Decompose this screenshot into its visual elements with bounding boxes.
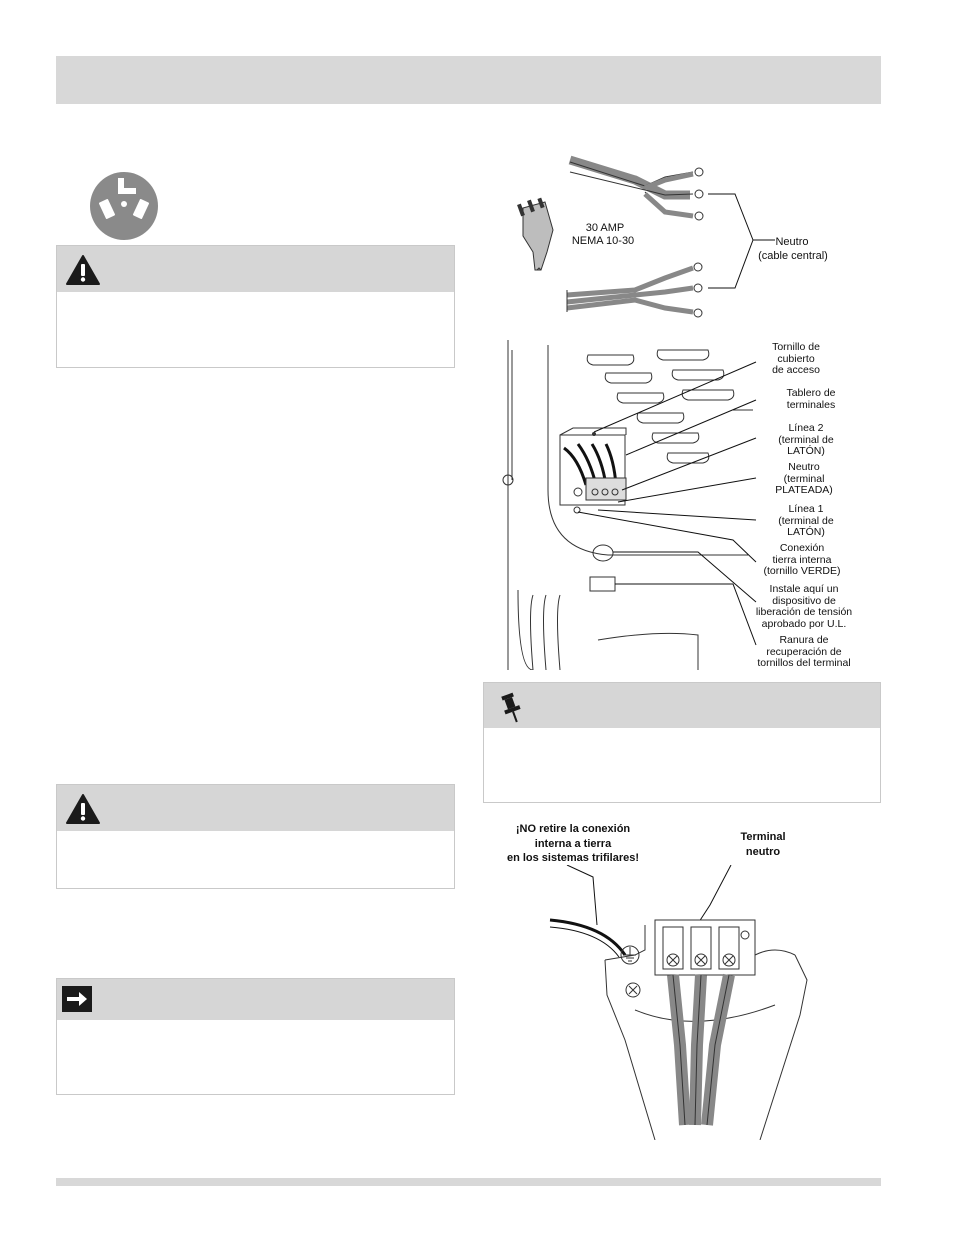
warning-box-2 — [56, 784, 455, 889]
warning-box-header — [57, 785, 454, 831]
note-box — [483, 682, 881, 803]
warning-icon — [66, 794, 100, 824]
warning-box-header — [57, 246, 454, 292]
warning-box-1 — [56, 245, 455, 368]
outlet-icon — [90, 172, 158, 240]
nema-label: NEMA 10-30 — [571, 235, 635, 247]
pushpin-icon — [501, 692, 521, 723]
page-footer-bar — [56, 1178, 881, 1186]
amp-label: 30 AMP — [585, 222, 625, 234]
neutral-sub-label: (cable central) — [758, 250, 828, 262]
arrow-right-icon — [62, 986, 92, 1012]
note-box-header — [484, 683, 880, 728]
cord-bracket-lines — [715, 193, 775, 289]
terminal-block-illustration — [502, 340, 757, 670]
important-box-header — [57, 979, 454, 1020]
power-cord-illustration — [517, 155, 715, 318]
important-box — [56, 978, 455, 1095]
page-header-bar — [56, 56, 881, 104]
ground-connection-illustration — [549, 865, 808, 1140]
warning-icon — [66, 255, 100, 285]
neutral-label: Neutro — [775, 236, 809, 248]
